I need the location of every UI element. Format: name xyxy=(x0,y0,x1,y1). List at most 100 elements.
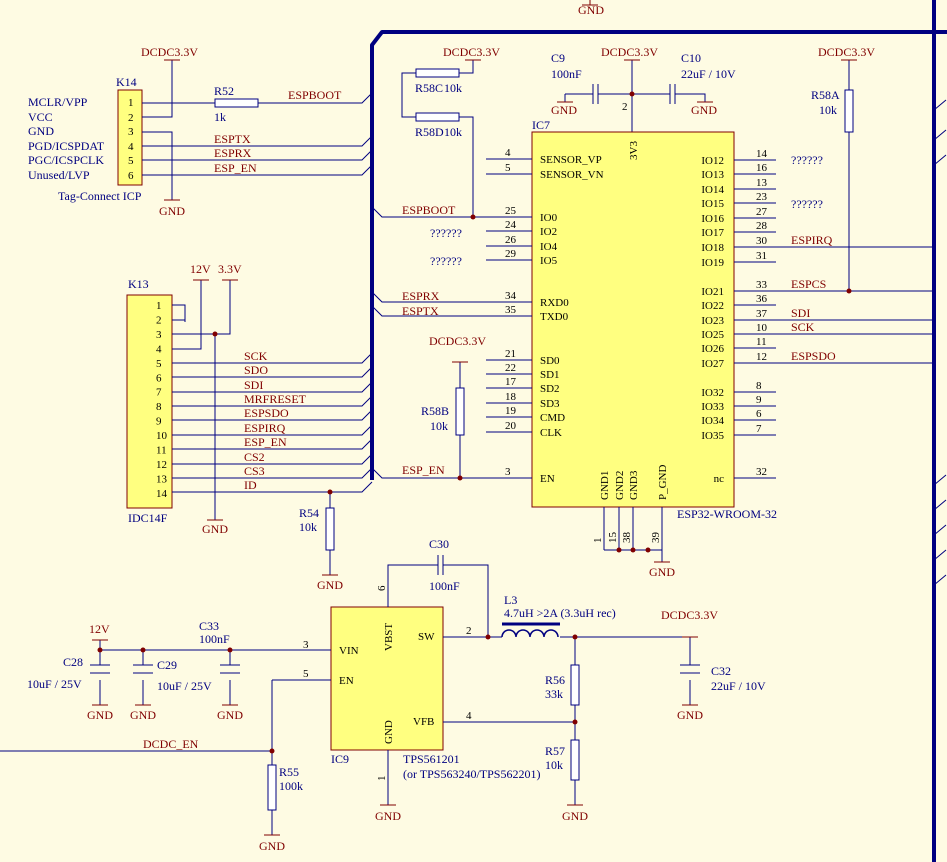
k13-12v-label: 12V xyxy=(190,262,211,276)
ic7-pin-number: 4 xyxy=(505,147,511,159)
ic7-pin-number: 8 xyxy=(756,380,762,392)
k14-wires xyxy=(142,60,373,200)
net-espcs-ic7: ESPCS xyxy=(791,277,826,291)
l3-value: 4.7uH >2A (3.3uH rec) xyxy=(504,606,616,620)
ic9-en-label: EN xyxy=(339,675,354,687)
net-espen-ic7: ESP_EN xyxy=(402,463,445,477)
ic7-pin-number: 23 xyxy=(756,191,768,203)
k14-signal-3: GND xyxy=(28,124,54,138)
resistor-r58c: R58C 10k xyxy=(415,68,462,95)
c32-gnd-label: GND xyxy=(677,708,703,722)
ic7-pin-number: 10 xyxy=(756,322,768,334)
ic7-pin-number: 31 xyxy=(756,250,767,262)
r52-value: 1k xyxy=(214,110,226,124)
ic7-pin-name: IO23 xyxy=(701,315,724,327)
dcdc-wires xyxy=(0,555,691,835)
ic7-pin-number: 32 xyxy=(756,466,767,478)
ic7-pin-number: 13 xyxy=(756,177,768,189)
ic7-pin-number: 36 xyxy=(756,293,768,305)
r58d-ref: R58D xyxy=(415,125,444,139)
ic7-pin-number: 33 xyxy=(756,279,768,291)
k14-pin-2: 2 xyxy=(128,112,134,124)
c28-value: 10uF / 25V xyxy=(27,677,82,691)
k14-power-symbols: DCDC3.3V GND xyxy=(141,45,198,218)
ic7-pin-number: 3 xyxy=(505,466,511,478)
ic9-tps561201: IC9 TPS561201 (or TPS563240/TPS562201) V… xyxy=(303,585,540,781)
ic7-vcc-label: DCDC3.3V xyxy=(601,45,658,59)
net-cs2-k13: CS2 xyxy=(244,450,265,464)
net-sdi-ic7: SDI xyxy=(791,306,810,320)
ic7-pin-name: GND3 xyxy=(628,470,640,500)
ic7-pin-number: 19 xyxy=(505,405,517,417)
ic7-pin-number: 38 xyxy=(621,532,633,544)
unknown-io12: ?????? xyxy=(791,153,823,167)
ic7-pin-name: SD0 xyxy=(540,355,560,367)
ic7-pin-number: 28 xyxy=(756,220,768,232)
ic9-vin-label: VIN xyxy=(339,645,359,657)
r58d-value: 10k xyxy=(444,125,462,139)
r55-gnd-label: GND xyxy=(259,839,285,853)
ic7-gnd-wires: GND xyxy=(604,549,675,579)
ic7-pin-number: 15 xyxy=(607,532,619,544)
k13-pin-number: 14 xyxy=(156,488,168,500)
net-sck-ic7: SCK xyxy=(791,320,815,334)
ic7-pin-number: 30 xyxy=(756,235,768,247)
junction-vout xyxy=(572,634,578,640)
r55-ref: R55 xyxy=(279,765,299,779)
junction-gnd-c xyxy=(645,547,651,553)
c32-ref: C32 xyxy=(711,664,731,678)
ic7-pin-name: IO32 xyxy=(701,387,724,399)
net-espsdo-ic7: ESPSDO xyxy=(791,349,836,363)
net-espen-k13: ESP_EN xyxy=(244,435,287,449)
r56-value: 33k xyxy=(545,687,563,701)
k14-pin-4: 4 xyxy=(128,141,134,153)
r52-ref: R52 xyxy=(214,84,234,98)
ic7-pin-name: TXD0 xyxy=(540,311,569,323)
ic9-vfb-label: VFB xyxy=(413,716,434,728)
ic9-sw-label: SW xyxy=(418,631,435,643)
ic9-part: TPS561201 xyxy=(403,752,460,766)
gnd-label: GND xyxy=(578,3,604,17)
r54-gnd-label: GND xyxy=(317,578,343,592)
k13-pin-number: 7 xyxy=(156,387,162,399)
junction-vfb xyxy=(572,719,578,725)
junction-gnd-a xyxy=(616,547,622,553)
ic7-pin-name: IO27 xyxy=(701,358,724,370)
ic7-pin-name: nc xyxy=(714,473,725,485)
junction-k13-id xyxy=(327,489,333,495)
unknown-io15: ?????? xyxy=(791,197,823,211)
ic9-ref: IC9 xyxy=(331,752,349,766)
ic7-pin-name: IO15 xyxy=(701,198,724,210)
net-cs3-k13: CS3 xyxy=(244,464,265,478)
junction-espcs xyxy=(846,288,852,294)
r58c-vcc-label: DCDC3.3V xyxy=(443,45,500,59)
k14-gnd-label: GND xyxy=(159,204,185,218)
ic9-pin-6: 6 xyxy=(376,585,388,591)
r58a-ref: R58A xyxy=(811,88,840,102)
connector-k13: K13 IDC14F xyxy=(126,277,173,525)
k14-pin-3: 3 xyxy=(128,126,134,138)
ic7-pin-number: 14 xyxy=(756,148,768,160)
k13-pin-number: 13 xyxy=(156,473,168,485)
junction-k13-3 xyxy=(212,331,218,337)
ic9-pin-5: 5 xyxy=(303,668,309,680)
ic7-pin-name: IO17 xyxy=(701,227,724,239)
k13-pin-number: 11 xyxy=(156,445,167,457)
junction-espboot xyxy=(470,214,476,220)
ic7-pin-name: SD3 xyxy=(540,398,560,410)
ic7-pin-name: IO18 xyxy=(701,242,724,254)
k14-ref: K14 xyxy=(116,75,137,89)
ic7-pin-number: 25 xyxy=(505,205,517,217)
r56-ref: R56 xyxy=(545,673,565,687)
ic7-pin-3v3-number: 2 xyxy=(622,101,628,113)
net-dcdc-en: DCDC_EN xyxy=(143,737,199,751)
r57-gnd-label: GND xyxy=(562,809,588,823)
net-id-k13: ID xyxy=(244,478,257,492)
c28-gnd-label: GND xyxy=(87,708,113,722)
ic7-pin-name: SENSOR_VP xyxy=(540,154,602,166)
ic7-pin-name: IO33 xyxy=(701,401,724,413)
ic7-pin-name: IO13 xyxy=(701,169,724,181)
net-espboot-k14: ESPBOOT xyxy=(288,88,342,102)
net-sdo-k13: SDO xyxy=(244,363,268,377)
ic7-pin-number: 24 xyxy=(505,219,517,231)
